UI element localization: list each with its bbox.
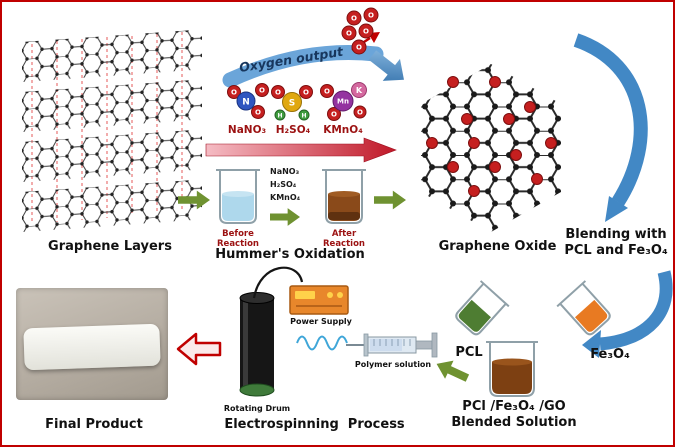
- pcl-liquid: [458, 299, 491, 332]
- graphene-layer-1: [22, 29, 202, 82]
- svg-text:Mn: Mn: [337, 98, 349, 106]
- arrow-layers-to-beakers: [178, 190, 210, 210]
- svg-text:K: K: [356, 86, 363, 95]
- arrow-oxidation-to-go: [368, 50, 404, 81]
- svg-text:O: O: [231, 89, 237, 97]
- h2so4-label: H₂SO₄: [275, 124, 311, 136]
- drum-end-cap: [239, 383, 275, 397]
- nano3-molecule: O O O N: [227, 83, 269, 119]
- power-supply: [289, 285, 349, 315]
- voltage-wave: [296, 335, 348, 351]
- svg-text:O: O: [259, 87, 265, 95]
- kmno4-molecule: O O O K Mn: [320, 82, 367, 121]
- oxygen-output-text: Oxygen output: [238, 44, 345, 75]
- blended-solution-label-line1: PCl /Fe₃O₄ /GO: [462, 399, 566, 414]
- hummers-oxidation-label: Hummer's Oxidation: [215, 247, 365, 262]
- svg-text:O: O: [357, 109, 363, 117]
- reagents-arrow: [205, 137, 397, 163]
- power-supply-label: Power Supply: [290, 317, 352, 326]
- arrow-go-to-blending: [573, 33, 648, 222]
- fe3o4-liquid: [575, 299, 608, 332]
- svg-text:O: O: [303, 89, 309, 97]
- graphene-oxide-illustration: [421, 64, 561, 232]
- syringe: [346, 332, 438, 358]
- arrow-before-to-after: [270, 208, 300, 226]
- svg-text:O: O: [324, 88, 330, 96]
- list-kmno4: KMnO₄: [270, 192, 301, 202]
- blended-solution-label-line2: Blended Solution: [451, 415, 577, 430]
- beaker-pcl: [455, 280, 510, 336]
- graphene-layer-2: [22, 79, 202, 132]
- graphene-layers-label: Graphene Layers: [48, 239, 172, 254]
- before-reaction-label: Before Reaction: [217, 229, 259, 250]
- go-hex-lattice: [421, 64, 561, 232]
- fe3o4-label: Fe₃O₄: [590, 347, 630, 362]
- go-oxygen-groups: [426, 76, 557, 197]
- list-h2so4: H₂SO₄: [270, 179, 297, 189]
- blending-label-line2: PCL and Fe₃O₄: [564, 243, 668, 258]
- svg-text:O: O: [331, 111, 337, 119]
- beaker-reagent-list: NaNO₃ H₂SO₄ KMnO₄: [270, 166, 314, 204]
- solution-liquid: [492, 362, 532, 394]
- svg-text:O: O: [363, 28, 369, 36]
- svg-text:O: O: [368, 12, 374, 20]
- svg-text:S: S: [289, 99, 295, 109]
- svg-text:O: O: [351, 15, 357, 23]
- beaker-before-reaction: [216, 169, 260, 224]
- nano3-label: NaNO₃: [227, 124, 267, 136]
- blending-label-line1: Blending with: [565, 227, 667, 242]
- final-product-label: Final Product: [45, 417, 143, 432]
- power-cable: [252, 266, 304, 299]
- list-nano3: NaNO₃: [270, 167, 300, 176]
- rotating-drum-label: Rotating Drum: [223, 404, 291, 413]
- graphene-layer-3: [22, 129, 202, 182]
- kmno4-label: KMnO₄: [323, 124, 363, 136]
- electrospinning-process-label: Electrospinning Process: [224, 417, 405, 432]
- beaker-fe3o4: [556, 280, 611, 336]
- oxygen-molecule-cluster: O O O O O: [341, 7, 379, 55]
- graphene-oxide-label: Graphene Oxide: [438, 239, 557, 254]
- before-liquid: [222, 194, 254, 221]
- polymer-solution-label: Polymer solution: [354, 360, 432, 369]
- rotating-drum: [239, 292, 275, 397]
- beaker-after-reaction: [322, 169, 366, 224]
- svg-text:O: O: [275, 89, 281, 97]
- membrane-strip: [23, 323, 161, 371]
- arrow-to-final-product: [176, 332, 222, 366]
- graphene-layers-illustration: [22, 29, 202, 232]
- svg-text:H: H: [277, 113, 282, 120]
- beaker-blended-solution: [486, 341, 538, 397]
- pcl-label: PCL: [455, 345, 483, 360]
- svg-text:O: O: [255, 109, 261, 117]
- final-product-photo: [16, 288, 168, 400]
- arrow-beakers-to-go: [374, 190, 406, 210]
- svg-text:O: O: [356, 44, 362, 52]
- arrow-solution-to-syringe: [436, 360, 470, 382]
- svg-text:N: N: [242, 98, 250, 108]
- arrow-blending-to-solution: [582, 270, 673, 358]
- svg-text:O: O: [346, 30, 352, 38]
- after-reaction-label: After Reaction: [323, 229, 365, 250]
- graphene-layer-4: [22, 179, 202, 232]
- h2so4-molecule: O O H H S: [271, 85, 313, 121]
- svg-text:H: H: [301, 113, 306, 120]
